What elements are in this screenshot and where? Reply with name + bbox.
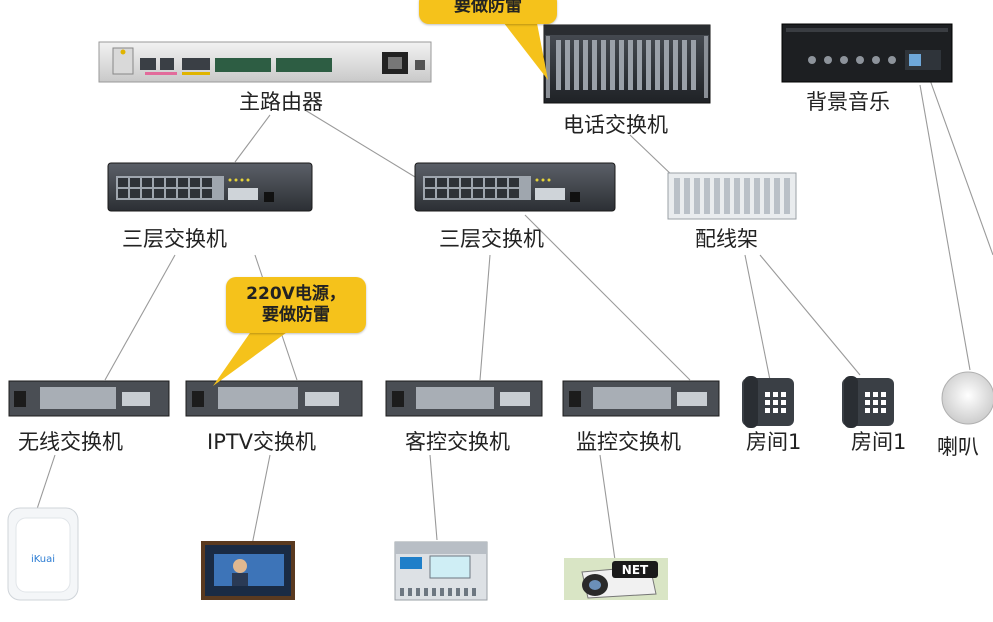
guest-control-module-device: [394, 541, 488, 601]
background-music-device: [781, 23, 953, 83]
label-bg-music: 背景音乐: [806, 90, 890, 114]
network-camera-device: NET: [564, 558, 668, 600]
wireless-ap-device: iKuai: [7, 507, 79, 601]
l3-switch-right-device: [414, 162, 616, 212]
label-room-phone-1: 房间1: [746, 430, 802, 454]
main-router-device: [98, 41, 432, 83]
label-l3-switch-left: 三层交换机: [122, 227, 227, 251]
callout-mid-line2: 要做防雷: [262, 305, 330, 326]
label-guest-switch: 客控交换机: [405, 430, 510, 454]
guest-switch-device: [385, 380, 543, 417]
callout-mid-pointer: [213, 330, 290, 386]
callout-top-line2: 要做防雷: [454, 0, 522, 16]
tv-device: [201, 541, 295, 600]
callout-mid: 220V电源， 要做防雷: [226, 277, 366, 333]
room-phone-2-icon: [842, 376, 894, 428]
label-phone-switch: 电话交换机: [563, 113, 668, 137]
speaker-icon: [941, 371, 993, 425]
label-monitor-switch: 监控交换机: [576, 430, 681, 454]
monitor-switch-device: [562, 380, 720, 417]
label-wireless-switch: 无线交换机: [18, 430, 123, 454]
phone-switch-device: [543, 24, 711, 104]
label-patch-panel: 配线架: [695, 227, 758, 251]
label-iptv-switch: IPTV交换机: [207, 430, 317, 454]
connection-lines: [34, 79, 993, 561]
l3-switch-left-device: [107, 162, 313, 212]
ap-brand-label: iKuai: [31, 554, 55, 565]
callout-top-pointer: [500, 18, 548, 80]
callout-mid-line1: 220V电源，: [246, 284, 346, 304]
iptv-switch-device: [185, 380, 363, 417]
wireless-switch-device: [8, 380, 170, 417]
label-l3-switch-right: 三层交换机: [439, 227, 544, 251]
camera-net-badge: NET: [622, 563, 649, 577]
callout-top: 要做防雷: [419, 0, 557, 24]
label-main-router: 主路由器: [239, 90, 323, 114]
room-phone-1-icon: [742, 376, 794, 428]
patch-panel-device: [667, 172, 797, 220]
label-speaker: 喇叭: [937, 435, 979, 459]
label-room-phone-2: 房间1: [851, 430, 907, 454]
